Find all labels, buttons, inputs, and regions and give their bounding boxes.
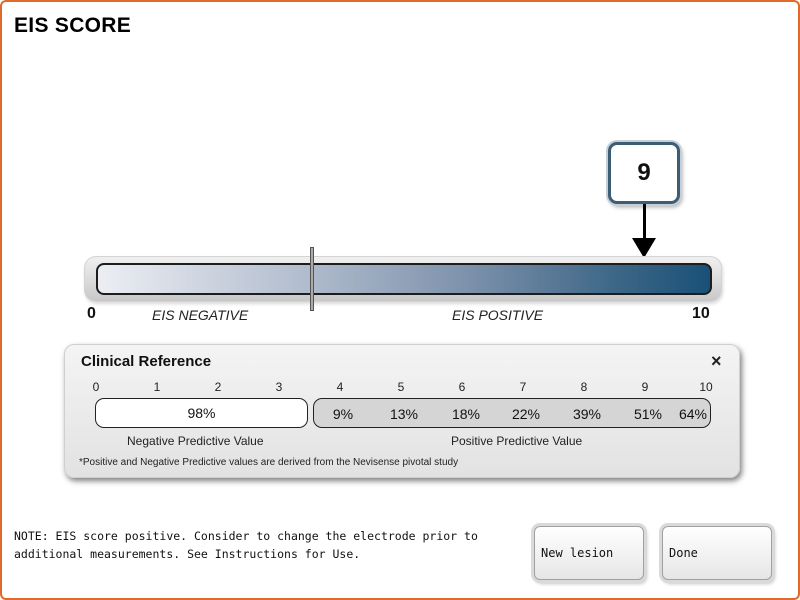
score-tick: 7 bbox=[519, 380, 527, 394]
eis-positive-label: EIS POSITIVE bbox=[452, 307, 544, 323]
done-button[interactable]: Done bbox=[662, 526, 772, 580]
score-max-label: 10 bbox=[692, 305, 710, 322]
ppv-value-box: 9% 13% 18% 22% 39% 51% 64% bbox=[313, 398, 711, 428]
electrode-note: NOTE: EIS score positive. Consider to ch… bbox=[14, 529, 478, 561]
score-tick: 10 bbox=[699, 380, 713, 394]
done-button-label: Done bbox=[669, 546, 698, 560]
score-bar-gradient bbox=[96, 263, 712, 295]
npv-label: Negative Predictive Value bbox=[127, 434, 264, 448]
ppv-value: 13% bbox=[389, 406, 419, 422]
score-threshold-marker bbox=[310, 247, 314, 311]
score-min-label: 0 bbox=[87, 305, 96, 322]
score-arrow-icon bbox=[632, 238, 656, 258]
score-tick: 9 bbox=[641, 380, 649, 394]
eis-negative-label: EIS NEGATIVE bbox=[152, 307, 249, 323]
score-tick: 0 bbox=[92, 380, 100, 394]
score-tick: 4 bbox=[336, 380, 344, 394]
predictive-values-footnote: *Positive and Negative Predictive values… bbox=[79, 457, 459, 468]
score-tick: 8 bbox=[580, 380, 588, 394]
ppv-value: 51% bbox=[633, 406, 663, 422]
new-lesion-button[interactable]: New lesion bbox=[534, 526, 644, 580]
clinical-reference-title: Clinical Reference bbox=[81, 353, 212, 370]
ppv-value: 18% bbox=[451, 406, 481, 422]
score-callout: 9 bbox=[608, 142, 680, 204]
score-pointer-line bbox=[643, 204, 646, 240]
score-tick: 2 bbox=[214, 380, 222, 394]
ppv-value: 9% bbox=[332, 406, 354, 422]
new-lesion-button-label: New lesion bbox=[541, 546, 614, 560]
ppv-label: Positive Predictive Value bbox=[451, 434, 583, 448]
score-tick: 1 bbox=[153, 380, 161, 394]
close-icon[interactable]: × bbox=[711, 351, 722, 371]
ppv-value: 64% bbox=[678, 406, 708, 422]
score-tick: 3 bbox=[275, 380, 283, 394]
npv-value-box: 98% bbox=[95, 398, 308, 428]
page-title: EIS SCORE bbox=[14, 14, 132, 37]
ppv-value: 39% bbox=[572, 406, 602, 422]
score-tick: 6 bbox=[458, 380, 466, 394]
clinical-reference-panel: Clinical Reference × 0 1 2 3 4 5 6 7 8 9… bbox=[64, 344, 740, 478]
ppv-value: 22% bbox=[511, 406, 541, 422]
score-tick: 5 bbox=[397, 380, 405, 394]
